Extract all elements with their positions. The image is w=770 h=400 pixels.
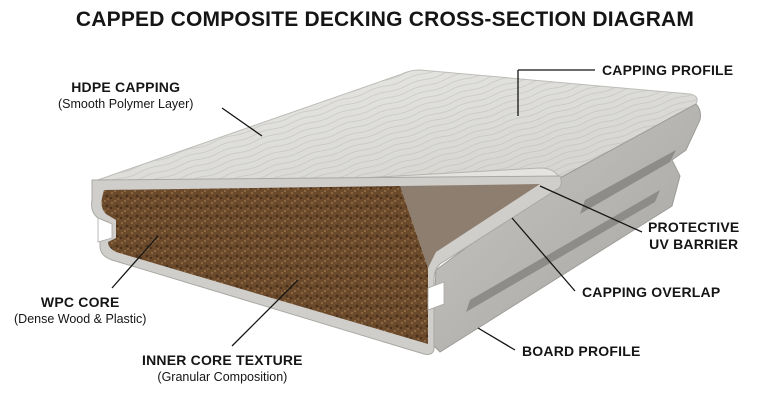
label-inner-core-texture-title: INNER CORE TEXTURE [142, 352, 303, 368]
leader-hdpe-capping [221, 107, 263, 137]
wpc-core-section [101, 186, 428, 344]
label-hdpe-capping-title: HDPE CAPPING [71, 79, 181, 95]
leader-protective-uv-barrier [539, 185, 643, 233]
label-protective-uv-barrier-line1: PROTECTIVE [648, 219, 740, 235]
label-wpc-core-subtitle: (Dense Wood & Plastic) [14, 312, 147, 326]
left-notch [97, 217, 113, 243]
leader-capping-overlap [511, 217, 576, 292]
upper-groove [580, 150, 676, 214]
label-capping-overlap: CAPPING OVERLAP [582, 284, 720, 301]
leader-wpc-core [111, 235, 159, 289]
lower-groove [466, 190, 660, 312]
label-board-profile-title: BOARD PROFILE [522, 343, 641, 359]
core-shadow [400, 184, 540, 268]
label-inner-core-texture-subtitle: (Granular Composition) [157, 370, 288, 384]
page-title: CAPPED COMPOSITE DECKING CROSS-SECTION D… [75, 8, 695, 31]
label-hdpe-capping-subtitle: (Smooth Polymer Layer) [58, 97, 194, 111]
label-protective-uv-barrier-line2: UV BARRIER [649, 236, 739, 252]
label-capping-profile: CAPPING PROFILE [602, 62, 733, 79]
board-top-grain [92, 70, 698, 182]
label-hdpe-capping: HDPE CAPPING (Smooth Polymer Layer) [58, 79, 193, 112]
label-capping-profile-title: CAPPING PROFILE [602, 62, 734, 78]
label-inner-core-texture: INNER CORE TEXTURE (Granular Composition… [142, 352, 303, 385]
leader-inner-core-texture [231, 279, 299, 347]
label-protective-uv-barrier: PROTECTIVE UV BARRIER [648, 219, 739, 253]
leader-board-profile [477, 327, 516, 351]
right-notch [427, 281, 445, 311]
label-capping-overlap-title: CAPPING OVERLAP [582, 284, 721, 300]
label-wpc-core: WPC CORE (Dense Wood & Plastic) [14, 294, 146, 327]
label-wpc-core-title: WPC CORE [40, 294, 120, 310]
label-board-profile: BOARD PROFILE [522, 343, 641, 360]
